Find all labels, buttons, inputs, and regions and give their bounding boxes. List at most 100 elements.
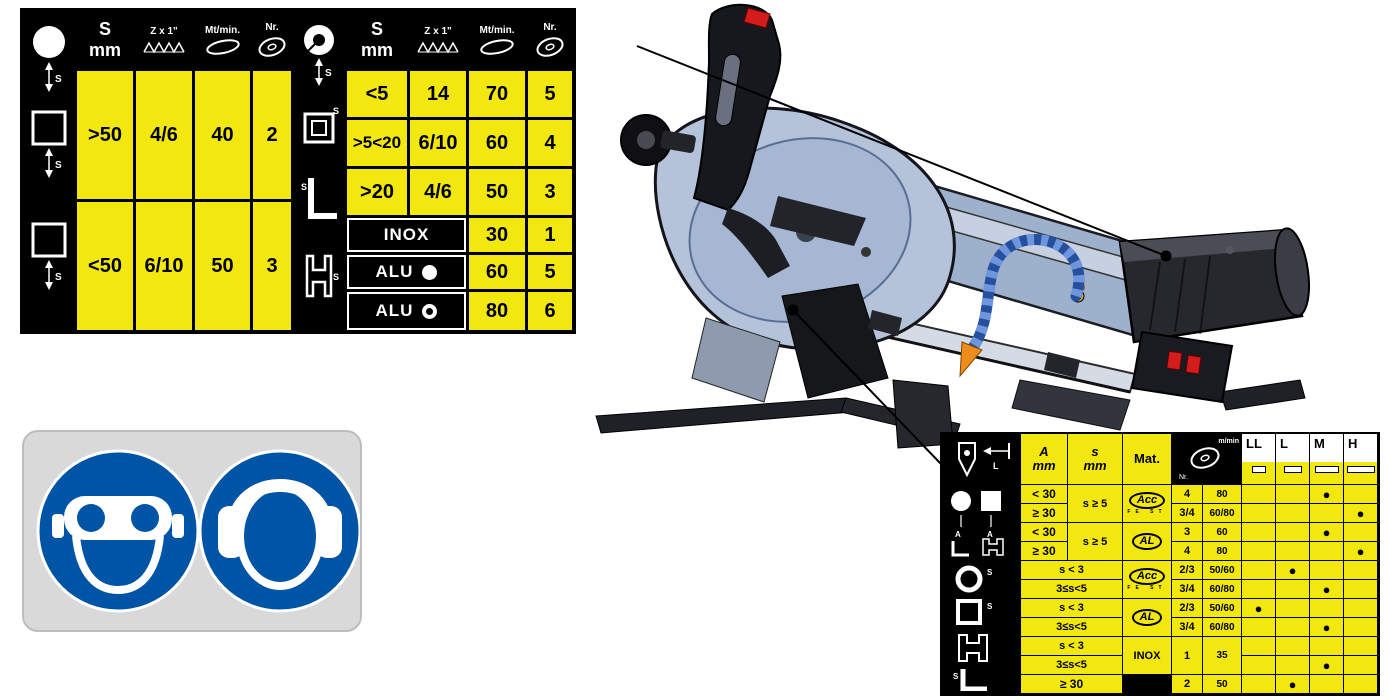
col-header-mat: Mat. [1123,434,1171,484]
blade-teeth-icon [417,40,459,54]
blade-width-bar [1314,466,1339,473]
svg-text:A: A [987,530,993,539]
col-header-teeth: Z x 1" [410,12,466,68]
dot-L [1276,618,1309,636]
cell-s: 3≤s<5 [1021,656,1122,674]
header-m-min: m/min [1218,438,1239,445]
header-z-label: Z x 1" [424,25,452,37]
svg-text:S: S [301,182,307,192]
value-mt: 80 [469,292,525,330]
angle-profile-icon [960,669,987,691]
round-tube-icon [955,565,983,593]
dot-L [1276,599,1309,617]
alu-label: ALU [375,262,414,281]
h-beam-icon [958,634,988,662]
dot-LL [1242,618,1275,636]
header-nr: Nr. [1179,474,1188,481]
cut-disc-icon [536,36,564,57]
size-M: M [1310,434,1343,462]
dot-LL [1242,485,1275,503]
solid-profile-icons: S S S [31,26,67,290]
value-mt: 50 [469,169,525,215]
col-header-speed: Mt/min. [469,12,525,68]
motor-end-cap [1274,227,1310,317]
col-header-s: s mm [1068,434,1122,484]
round-bar-icon [951,490,971,511]
inox-label: INOX [383,225,430,244]
cell-teeth: 3/4 [1172,580,1202,598]
red-switch [1185,354,1202,375]
dot-H [1344,656,1377,674]
dot-H [1344,637,1377,655]
cell-a: ≥ 30 [1021,675,1122,693]
cell-s: s ≥ 5 [1068,485,1122,522]
value-mt: 30 [469,218,525,252]
value-nr: 2 [253,71,291,199]
dot-M: ● [1310,656,1343,674]
round-tube-icon: S [304,25,334,86]
header-nr-label: Nr. [543,21,557,33]
alu-hollow-label-cell: ALU [347,292,466,330]
col-header-H: H [1344,434,1377,484]
knob-stem [660,130,696,153]
svg-text:S: S [55,74,62,85]
value-s: >20 [347,169,407,215]
angle-profile-icon: S [301,178,337,219]
cell-speed: 80 [1203,485,1241,503]
dot-L [1276,504,1309,522]
hollow-profiles-icons: S S S [953,565,993,691]
dot-LL [1242,542,1275,560]
callout-line-top [636,45,1167,257]
screw [861,247,871,257]
dot-L [1276,637,1309,655]
cut-disc-icon [1189,447,1220,469]
blade-selection-table: L A mm s mm Mat. m/min Nr. LL L [940,432,1380,696]
dot-M [1310,599,1343,617]
blade-width-bar [1283,466,1302,473]
motor-bolt [1226,246,1234,254]
header-mm: mm [360,40,393,60]
value-nr: 3 [253,202,291,330]
svg-text:S: S [953,672,959,681]
dot-M [1310,504,1343,522]
hollow-circle-icon [422,303,438,319]
cell-speed: 60/80 [1203,504,1241,522]
switch-panel [1130,330,1234,404]
h-beam-icon [982,537,1004,556]
value-s: >5<20 [347,120,407,166]
dot-LL [1242,580,1275,598]
cut-disc-icon [258,36,286,57]
cell-teeth: 2/3 [1172,561,1202,579]
cell-s: s < 3 [1021,561,1122,579]
trigger-safety-button [743,7,771,29]
col-header-L: L [1276,434,1309,484]
material-badge-sub: FE ST [1127,509,1167,515]
col-header-nr: Nr. [253,12,291,68]
cell-s: 3≤s<5 [1021,618,1122,636]
col-header-LL: LL [1242,434,1275,484]
cell-mat: Acc FE ST [1123,561,1171,598]
dot-L [1276,542,1309,560]
cutting-parameters-table: S S S [20,8,576,334]
dot-L: ● [1276,561,1309,579]
blade-width-bar [1346,466,1375,473]
header-mt-label: Mt/min. [205,24,240,36]
safety-signs [36,449,360,613]
header-A: A [1039,444,1049,460]
cell-teeth: 4 [1172,485,1202,503]
handle-link [722,208,790,278]
dot-M [1310,542,1343,560]
cell-teeth: 3 [1172,523,1202,541]
dot-H [1344,485,1377,503]
col-header-A: A mm [1021,434,1067,484]
angle-profile-icon [951,540,969,556]
svg-text:S: S [333,272,339,282]
cell-teeth: 2/3 [1172,599,1202,617]
cell-mat: Acc FE ST [1123,485,1171,522]
value-nr: 4 [528,120,572,166]
hollow-profiles-icon-group: S S S [942,561,1020,693]
blade-teeth-icon [143,40,185,54]
dot-LL: ● [1242,599,1275,617]
dot-H: ● [1344,504,1377,522]
